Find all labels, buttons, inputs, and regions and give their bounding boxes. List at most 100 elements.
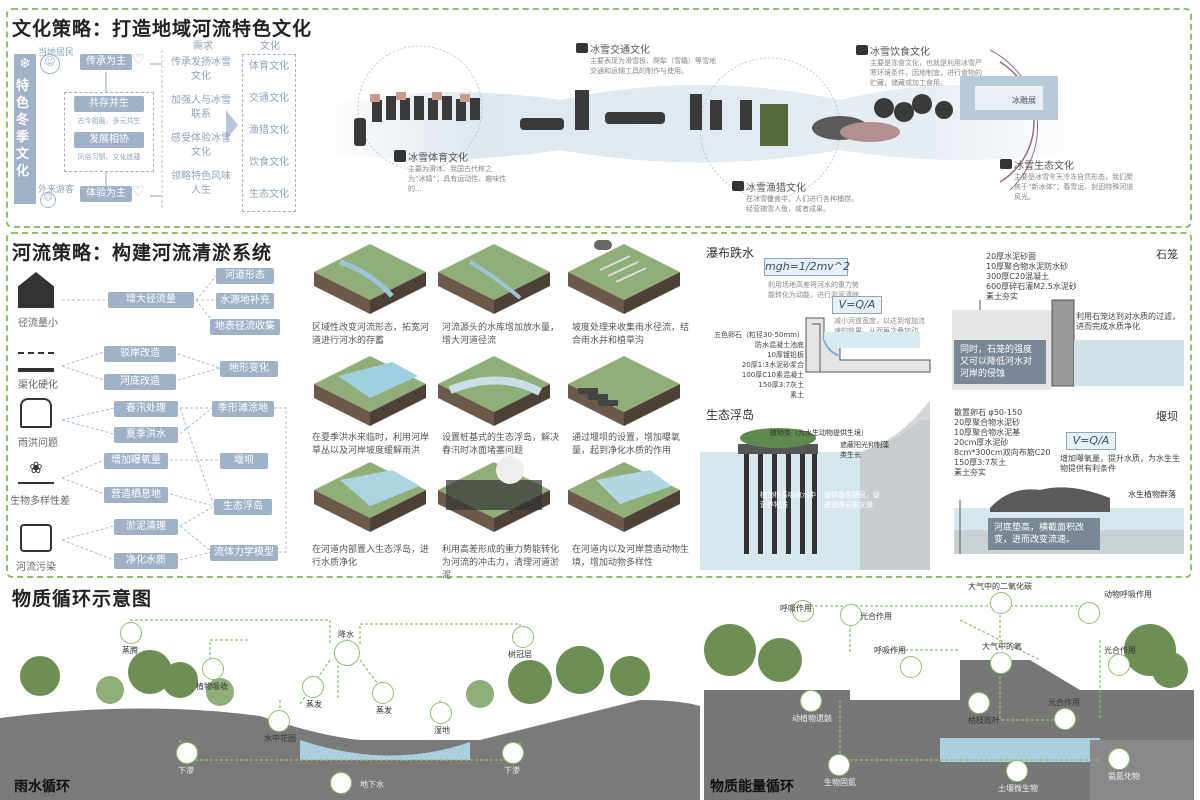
iso-block-7: [314, 462, 426, 532]
sport-desc: 主要为滑冰、我国古代称之为“冰嬉”；具有运动性、趣味性的...: [408, 165, 507, 193]
cloud-icon: [594, 240, 612, 250]
iso-block-8: [438, 456, 550, 532]
problem-label: 雨洪问题: [18, 438, 58, 449]
layer-label: 300厚C20混凝土: [986, 272, 1050, 281]
energy-node: 光合作用: [1048, 698, 1080, 707]
culture-panel: [6, 8, 1192, 228]
iso-caption: 设置桩基式的生态浮岛，解决春汛时冰面堵塞问题: [442, 433, 560, 456]
transport-desc: 主要表现为滑雪板、爬犁（雪橇）等雪地交通和运输工具的制作与使用。: [590, 57, 716, 75]
needs-header: 需求: [193, 41, 213, 52]
rain-node: 树冠层: [508, 650, 532, 659]
weir-formula: V=Q/A: [1066, 432, 1116, 450]
energy-node: 枯枝败叶: [968, 716, 1000, 725]
iso-caption: 河流源头的水库增加放水量，增大河道径流: [442, 323, 560, 346]
layer-label: 8cm*300cm双向布筋C20: [954, 448, 1051, 457]
culture-side-label: [14, 54, 36, 204]
develop-sub: 风俗习惯、文化底蕴: [77, 153, 141, 161]
transport-title: 冰雪交通文化: [590, 45, 650, 56]
culture-list: 体育文化 交通文化 渔猎文化 饮食文化 生态文化: [244, 60, 294, 202]
energy-cycle-label: 物质能量循环: [710, 779, 794, 795]
measure-box: 地形变化: [220, 361, 278, 377]
respiration-icon-2: [900, 656, 922, 678]
energy-node: 光合作用: [1104, 646, 1136, 655]
problem-label: 径流量小: [18, 318, 58, 329]
layer-label: 10厚聚合物水泥基: [954, 428, 1021, 437]
iso-caption: 在河道内部置入生态浮岛，进行水质净化: [312, 545, 430, 568]
waterfall-layers: 五色卵石（粒径30-50mm） 防水混凝土池底 10厚镀铅板 20厚1:3水泥砂…: [700, 330, 804, 400]
sled-icon: [576, 43, 588, 53]
waterfall-formula-2: V=Q/A: [832, 296, 882, 314]
infiltration-icon-1: [176, 742, 198, 764]
layer-label: 20cm厚水泥砂: [954, 438, 1009, 447]
rain-node: 植物吸收: [196, 682, 228, 691]
snowflake-icon: ❄: [19, 56, 31, 72]
need-item: 传承发扬冰雪文化: [171, 57, 231, 82]
measure-box: 堰坝: [220, 453, 268, 469]
ice-sign: 冰雕展: [1012, 96, 1036, 105]
iso-block-4: [314, 356, 426, 426]
waterfall-title: 瀑布跌水: [706, 246, 755, 260]
photosynthesis-icon-2: [1108, 654, 1130, 676]
measure-box: 地表径流收集: [210, 319, 280, 335]
problem-icon-flood: [20, 398, 52, 428]
river-title: 河流策略：构建河流清淤系统: [12, 242, 273, 264]
cycle-title: 物质循环示意图: [12, 588, 153, 610]
rain-node: 水中花园: [264, 734, 296, 743]
problem-label: 河流污染: [16, 562, 56, 573]
food-icon: [856, 45, 868, 55]
infiltration-icon-2: [502, 742, 524, 764]
needs-column: 传承发扬冰雪文化 加强人与冰雪联系 感受体验冰雪文化 领略特色风味人生: [170, 56, 232, 198]
rain-cloud-icon: [334, 640, 360, 666]
resident-label: 当地居民: [38, 48, 75, 58]
strategy-box: 净化水质: [114, 553, 178, 569]
culture-header: 文化: [260, 41, 280, 52]
need-item: 领略特色风味人生: [171, 171, 231, 196]
eco-icon: [1000, 159, 1012, 169]
groundwater-icon: [330, 772, 352, 794]
energy-node: 呼吸作用: [780, 604, 812, 613]
fishing-title: 冰雪渔猎文化: [746, 183, 806, 194]
problem-label: 渠化硬化: [18, 380, 58, 391]
weir-title: 堰坝: [1156, 410, 1178, 423]
layer-label: 散置卵石 φ50-150: [954, 408, 1023, 417]
fishing-desc: 在冰雪覆盖中，人们进行各种捕捞。经营捕雪人鱼，或者成果。: [746, 195, 858, 213]
rain-node: 蒸腾: [122, 646, 138, 655]
evaporation-icon-1: [302, 676, 324, 698]
water-garden-icon: [268, 710, 290, 732]
layer-label: 素土夯实: [954, 468, 986, 477]
problem-icon-bio: ❀: [18, 458, 54, 484]
strategy-box: 营造栖息地: [104, 487, 168, 503]
culture-item: 渔猎文化: [249, 125, 289, 136]
layer-label: 10厚聚合物水泥防水砂: [986, 262, 1069, 271]
transpiration-icon: [120, 622, 142, 644]
layer-label: 150厚3:7灰土: [758, 381, 804, 389]
energy-node: 动植物遗骸: [792, 714, 832, 723]
culture-item: 生态文化: [249, 189, 289, 200]
layer-label: 素土夯实: [986, 292, 1018, 301]
layer-label: 20厚1:3水泥砂浆合: [741, 361, 804, 369]
culture-list-frame: [242, 54, 296, 212]
layer-label: 150厚3:7灰土: [954, 458, 1007, 467]
iso-block-1: [314, 244, 426, 314]
floating-shade-label: 遮蔽阳光抑制藻类生长: [840, 441, 889, 459]
layer-label: 20厚聚合物水泥砂: [954, 418, 1021, 427]
waterfall-desc-1: 利用场地高差将河水的重力势能转化为动能，进行淤泥清除: [768, 281, 859, 299]
layer-label: 600厚碎石灌M2.5水泥砂: [986, 282, 1077, 291]
layer-label: 100厚C10素混凝土: [741, 371, 804, 379]
floating-title: 生态浮岛: [706, 408, 755, 422]
heart-icon-1: ♡: [132, 52, 145, 68]
gabion-title: 石笼: [1156, 248, 1178, 261]
oxygen-icon: [990, 652, 1012, 674]
energy-node: 大气中的二氧化碳: [968, 582, 1032, 591]
coexist-title: 共存并生: [74, 96, 144, 112]
rain-node: 蒸发: [376, 706, 392, 715]
problem-icon-pollution: [20, 524, 52, 552]
heart-icon-2: ♡: [132, 184, 145, 200]
rain-node: 蒸发: [306, 700, 322, 709]
food-desc: 主要是冻食文化，也就是利用冰雪严寒环境条件，因地制宜，进行食物的贮藏，储藏或加工…: [870, 59, 982, 87]
iso-block-9: [568, 462, 680, 532]
need-item: 感受体验冰雪文化: [171, 133, 231, 158]
